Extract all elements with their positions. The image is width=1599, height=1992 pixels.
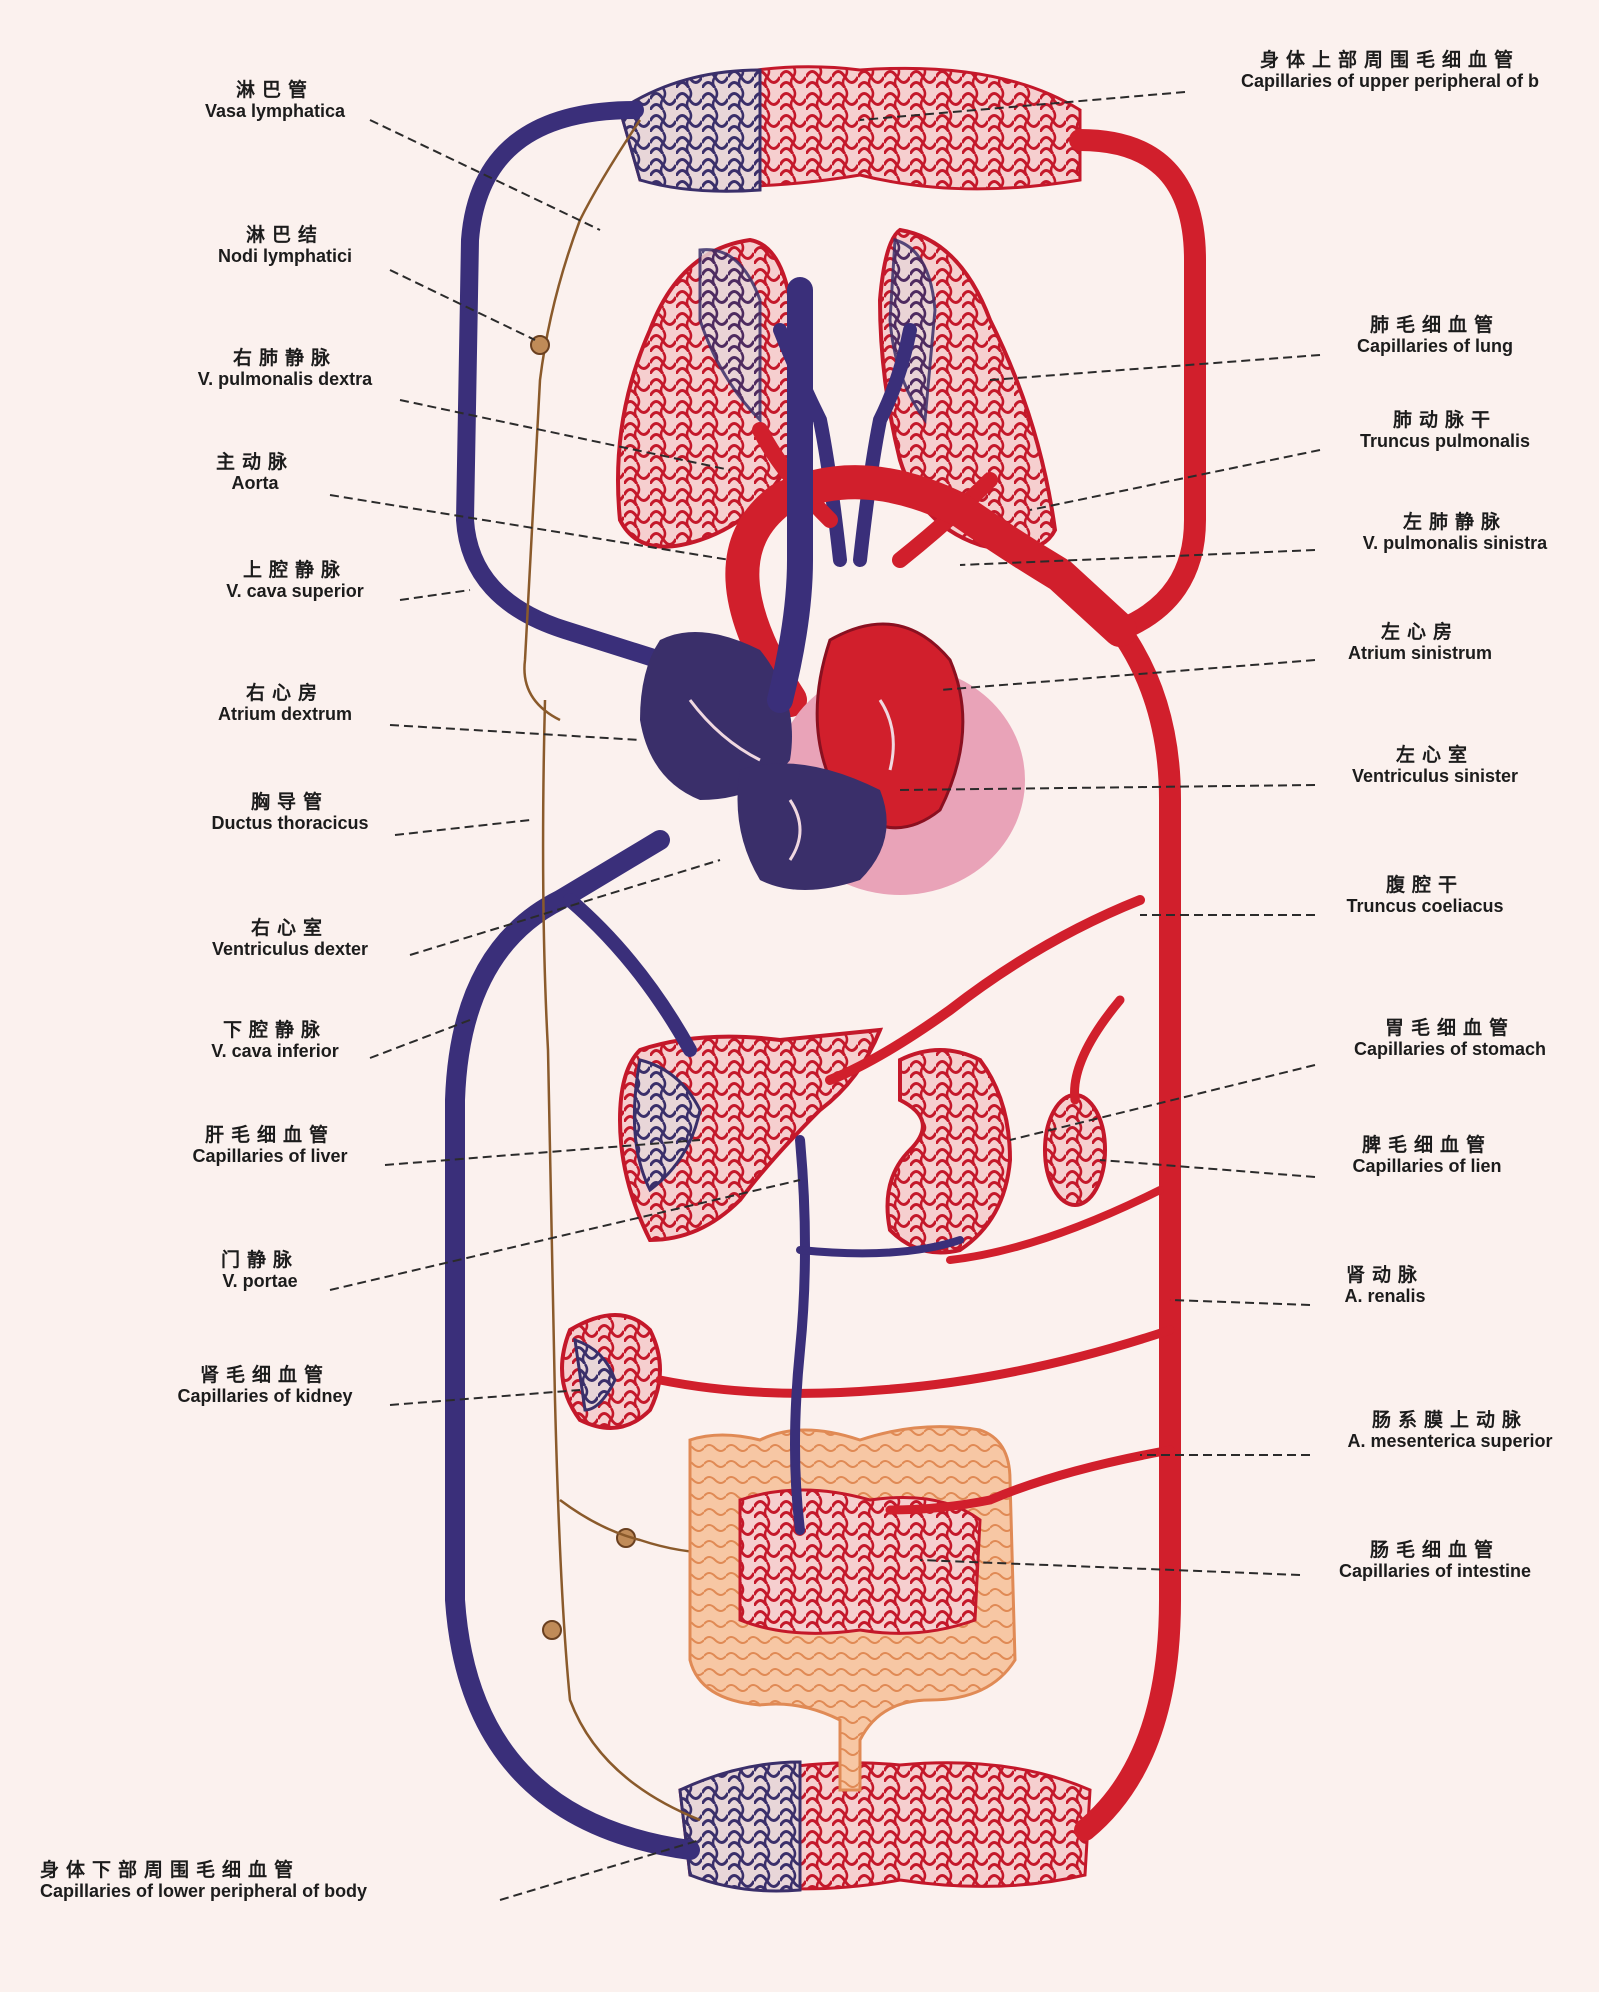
label-atrium-sinistrum: 左心房 Atrium sinistrum — [1347, 621, 1493, 664]
lymph-node-icon — [530, 335, 550, 355]
label-cap-stomach: 胃毛细血管 Capillaries of stomach — [1353, 1017, 1547, 1060]
systemic-artery-right — [1069, 129, 1206, 1841]
lower-capillary-bed — [678, 1760, 1092, 1893]
label-v-pulmonalis-sinistra: 左肺静脉 V. pulmonalis sinistra — [1362, 511, 1548, 554]
label-v-portae: 门静脉 V. portae — [220, 1249, 299, 1292]
label-v-cava-superior: 上腔静脉 V. cava superior — [226, 559, 364, 602]
label-cap-lung: 肺毛细血管 Capillaries of lung — [1356, 314, 1514, 357]
lymph-node-icon — [542, 1620, 562, 1640]
label-cap-upper-body: 身体上部周围毛细血管 Capillaries of upper peripher… — [1240, 49, 1540, 92]
superior-vena-cava — [767, 277, 813, 713]
heart — [640, 622, 1025, 895]
label-atrium-dextrum: 右心房 Atrium dextrum — [217, 682, 352, 725]
spleen — [1043, 1093, 1107, 1207]
label-truncus-coeliacus: 腹腔干 Truncus coeliacus — [1346, 874, 1504, 917]
liver — [617, 1027, 884, 1243]
label-cap-kidney: 肾毛细血管 Capillaries of kidney — [177, 1364, 353, 1407]
leader-lines — [329, 91, 1321, 1901]
celiac-trunk — [825, 895, 1145, 1085]
label-ventriculus-dexter: 右心室 Ventriculus dexter — [211, 917, 369, 960]
label-cap-liver: 肝毛细血管 Capillaries of liver — [192, 1124, 348, 1167]
inferior-vena-cava-loop — [445, 830, 700, 1860]
label-vasa-lymphatica: 淋巴管 Vasa lymphatica — [204, 79, 346, 122]
label-a-mesenterica-superior: 肠系膜上动脉 A. mesenterica superior — [1347, 1409, 1553, 1452]
label-aorta: 主动脉 Aorta — [215, 451, 294, 494]
label-v-cava-inferior: 下腔静脉 V. cava inferior — [211, 1019, 339, 1062]
label-truncus-pulmonalis: 肺动脉干 Truncus pulmonalis — [1359, 409, 1531, 452]
label-v-pulmonalis-dextra: 右肺静脉 V. pulmonalis dextra — [197, 347, 373, 390]
aortic-arch — [725, 465, 1137, 717]
intestine — [688, 1425, 1017, 1792]
label-ventriculus-sinister: 左心室 Ventriculus sinister — [1351, 744, 1519, 787]
systemic-vein-left — [455, 101, 669, 669]
renal-artery — [655, 1325, 1175, 1398]
thoracic-duct — [523, 119, 701, 1822]
stomach — [885, 1048, 1013, 1255]
sup-mesenteric-artery — [885, 1445, 1175, 1515]
label-cap-intestine: 肠毛细血管 Capillaries of intestine — [1338, 1539, 1532, 1582]
label-a-renalis: 肾动脉 A. renalis — [1344, 1264, 1426, 1307]
portal-vein — [790, 1135, 810, 1535]
label-nodi-lymphatici: 淋巴结 Nodi lymphatici — [217, 224, 352, 267]
label-cap-lower-body: 身体下部周围毛细血管 Capillaries of lower peripher… — [40, 1859, 368, 1902]
label-ductus-thoracicus: 胸导管 Ductus thoracicus — [211, 791, 369, 834]
label-cap-lien: 脾毛细血管 Capillaries of lien — [1352, 1134, 1502, 1177]
upper-capillary-bed — [618, 65, 1082, 193]
